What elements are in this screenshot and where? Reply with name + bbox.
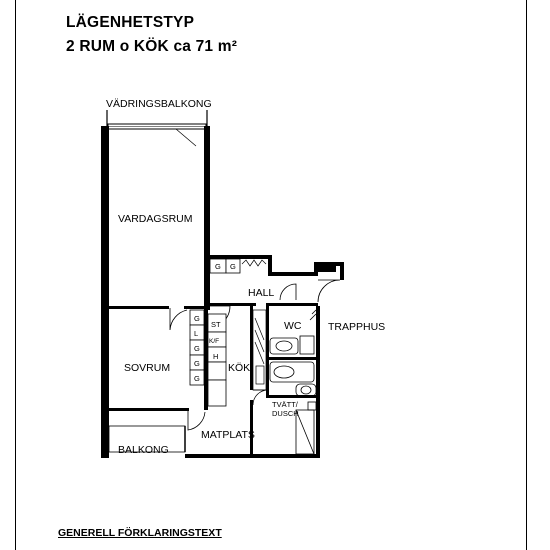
balcony-outline	[108, 425, 186, 453]
kitchen-label-h: H	[213, 352, 218, 361]
page-border-left	[15, 0, 16, 550]
room-label-wc: WC	[284, 320, 302, 332]
hall-wardrobes: G G	[209, 258, 267, 274]
apartment-type-title: LÄGENHETSTYP	[66, 14, 195, 31]
laundry-shower-fixtures	[269, 361, 317, 455]
wardrobe-label-g4: G	[194, 344, 200, 353]
room-label-kitchen: KÖK	[228, 362, 250, 374]
bedroom-wardrobes	[189, 309, 205, 386]
kitchen-fixtures	[207, 313, 227, 407]
wc-fixtures	[269, 309, 317, 355]
ventilation-balcony	[106, 110, 208, 147]
room-label-bedroom: SOVRUM	[124, 362, 170, 374]
kitchen-counter	[252, 309, 267, 391]
general-explanation-text: GENERELL FÖRKLARINGSTEXT	[58, 527, 222, 539]
room-label-balcony: BALKONG	[118, 444, 169, 456]
kitchen-label-kf: K/F	[209, 338, 219, 345]
kitchen-label-st: ST	[211, 320, 221, 329]
room-label-living-room: VARDAGSRUM	[118, 213, 192, 225]
room-label-stairwell: TRAPPHUS	[328, 321, 385, 333]
wardrobe-label-g2: G	[230, 262, 236, 271]
wardrobe-label-g5: G	[194, 359, 200, 368]
room-label-ventilation-balcony: VÄDRINGSBALKONG	[106, 98, 212, 110]
room-label-laundry-line2: DUSCH	[272, 409, 299, 418]
apartment-size-subtitle: 2 RUM o KÖK ca 71 m²	[66, 38, 238, 55]
page-border-right	[526, 0, 527, 550]
wardrobe-label-l: L	[194, 329, 198, 338]
room-label-laundry-line1: TVÄTT/	[272, 400, 299, 409]
room-label-dining-area: MATPLATS	[201, 429, 255, 441]
wardrobe-label-g6: G	[194, 374, 200, 383]
wardrobe-label-g3: G	[194, 314, 200, 323]
room-label-hall: HALL	[248, 287, 274, 299]
wardrobe-label-g1: G	[215, 262, 221, 271]
interior-walls	[109, 276, 318, 458]
